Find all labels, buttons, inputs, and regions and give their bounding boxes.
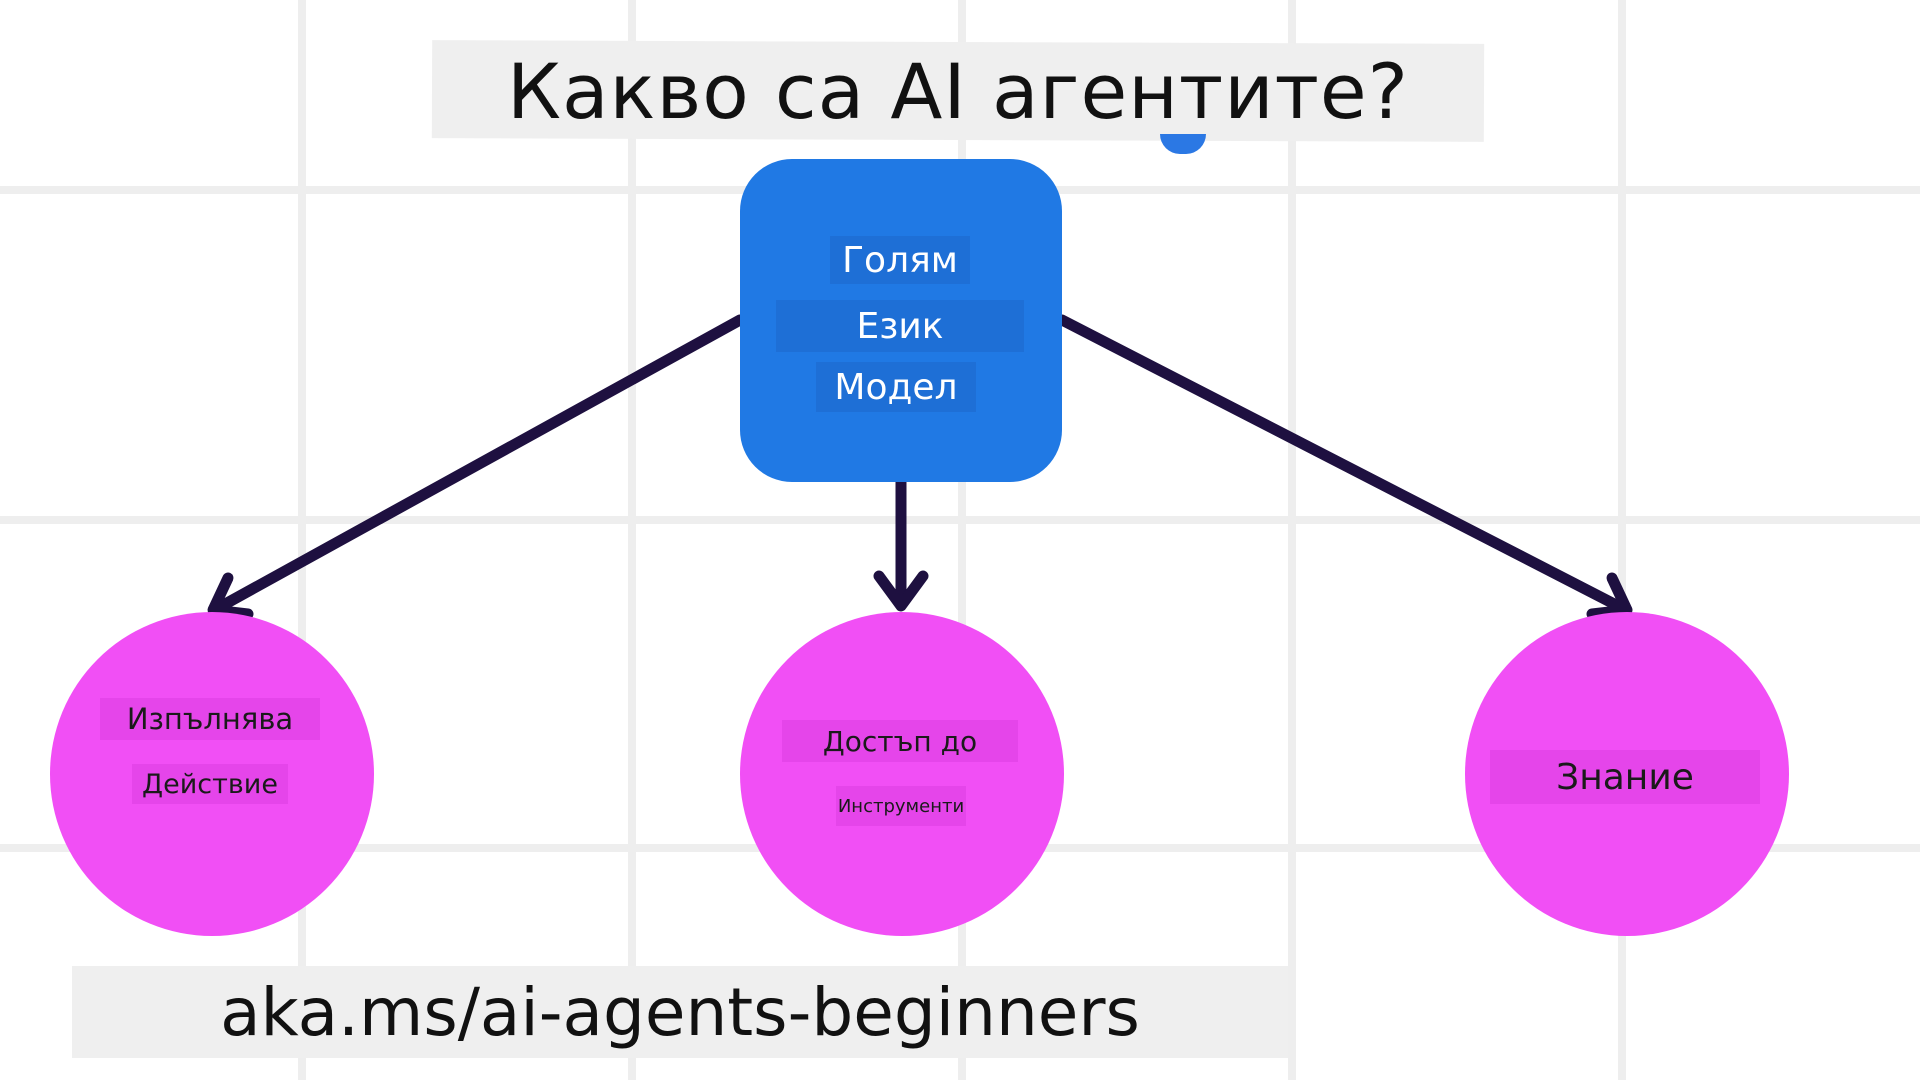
link-banner (72, 966, 1288, 1058)
node-knowledge-label: Знание (1490, 750, 1760, 804)
node-tools (740, 612, 1064, 936)
llm-label-line-3: Модел (816, 362, 976, 412)
arrow-to-knowledge (1056, 314, 1628, 614)
node-tools-label-2: Инструменти (836, 786, 966, 826)
grid-line-vertical (958, 0, 966, 1080)
llm-label-line-1: Голям (830, 236, 970, 284)
page-title: Какво са AI агентите? (507, 46, 1409, 136)
grid-line-vertical (298, 0, 306, 1080)
arrow-to-actions (212, 314, 746, 614)
arrowhead-actions (207, 572, 254, 620)
decorative-dot (1160, 134, 1206, 154)
grid-line-vertical (1288, 0, 1296, 1080)
grid-line-horizontal (0, 516, 1920, 524)
node-actions-label-2: Действие (132, 764, 288, 804)
llm-label-line-2: Език (776, 300, 1024, 352)
node-tools-label-1: Достъп до (782, 720, 1018, 762)
node-actions-label-1: Изпълнява (100, 698, 320, 740)
course-link[interactable]: aka.ms/ai-agents-beginners (220, 973, 1140, 1051)
grid-line-vertical (628, 0, 636, 1080)
grid-line-vertical (1618, 0, 1626, 1080)
arrowhead-tools (873, 570, 929, 612)
